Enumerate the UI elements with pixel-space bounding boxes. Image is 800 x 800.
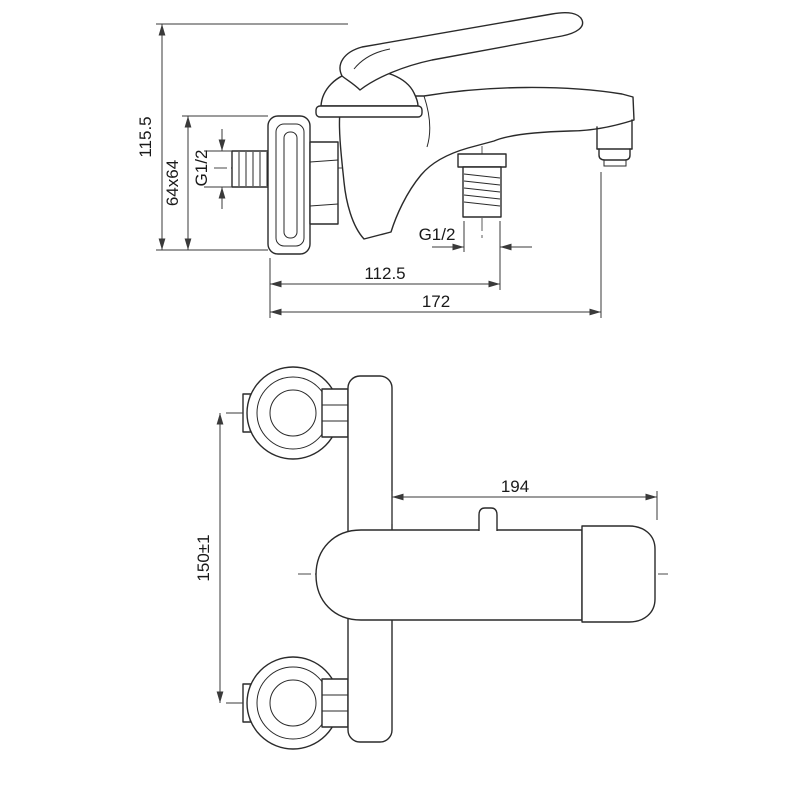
front-view-dimensions: 194 150±1 bbox=[194, 412, 658, 704]
barrel-end-cap bbox=[581, 525, 656, 623]
body-spout-junction-line bbox=[423, 95, 431, 148]
dim-offset-label: 112.5 bbox=[364, 264, 405, 283]
front-view: 194 150±1 bbox=[194, 366, 668, 750]
bottom-union-nut bbox=[321, 678, 349, 728]
escutcheon-flange bbox=[267, 115, 311, 255]
diverter-knob bbox=[478, 507, 498, 531]
dim-centers-label: 150±1 bbox=[194, 534, 213, 581]
inlet-thread-hatch bbox=[238, 152, 268, 186]
dim-length-label: 172 bbox=[422, 292, 450, 311]
outlet-thread-hatch bbox=[463, 173, 501, 207]
dim-inlet-thread-label: G1/2 bbox=[192, 150, 211, 187]
side-view: 115.5 64x64 G1/2 G1/2 bbox=[136, 11, 635, 318]
mixer-barrel bbox=[315, 529, 583, 621]
lever-handle bbox=[339, 11, 584, 91]
side-view-dimensions: 115.5 64x64 G1/2 G1/2 bbox=[136, 23, 602, 318]
dim-flange-label: 64x64 bbox=[163, 160, 182, 206]
aerator bbox=[603, 160, 627, 167]
dim-body-length-label: 194 bbox=[501, 477, 529, 496]
bottom-wall-union bbox=[242, 656, 349, 750]
faucet-body bbox=[338, 86, 635, 240]
shower-outlet-port bbox=[457, 153, 507, 218]
handle-cap-base bbox=[315, 105, 423, 118]
spout-outlet bbox=[596, 119, 633, 167]
dim-height-label: 115.5 bbox=[136, 116, 155, 157]
top-wall-union bbox=[242, 366, 349, 460]
inlet-nipple bbox=[231, 150, 271, 188]
dim-outlet-thread-label: G1/2 bbox=[419, 225, 456, 244]
lever-detail-line bbox=[353, 48, 391, 70]
top-union-nut bbox=[321, 388, 349, 438]
mounting-nut bbox=[309, 141, 339, 225]
